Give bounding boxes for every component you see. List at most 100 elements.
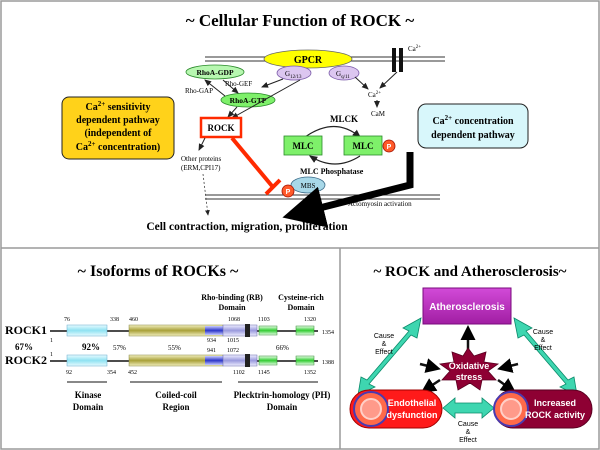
cam-label: CaM <box>371 110 386 118</box>
rock2-cys2: 1352 <box>304 370 316 376</box>
rock1-cys-domain-b <box>295 325 315 336</box>
endothelial-line-2: dysfunction <box>387 410 438 420</box>
rock1-ph-domain <box>222 324 258 337</box>
ph-domain-line-2: Domain <box>267 402 298 412</box>
oxidative-line-1: Oxidative <box>449 361 490 371</box>
sensitivity-line-1: Ca2+ sensitivity <box>85 100 150 113</box>
mbs-label: MBS <box>301 182 316 190</box>
oxidative-stress-burst <box>438 347 500 391</box>
atherosclerosis-panel: ~ ROCK and Atherosclerosis~ Atherosclero… <box>349 264 593 444</box>
cellular-function-panel: ~ Cellular Function of ROCK ~ Ca2+ Ca2+ … <box>61 11 529 233</box>
ce-bottom-line-1: Cause <box>458 421 478 428</box>
vessel-lumen-right <box>500 398 522 420</box>
ph-similarity: 66% <box>276 344 289 352</box>
rock2-cys-domain-b <box>295 355 315 366</box>
ce-left-line-2: & <box>382 341 387 348</box>
rho-gef-label: Rho-GEF <box>225 80 252 88</box>
actomyosin-big-arrow <box>282 152 414 228</box>
rock1-end: 1354 <box>322 330 334 336</box>
rock-to-other-arrow <box>198 137 206 151</box>
left-to-stress-arrow <box>419 358 441 373</box>
arrow-ath-endothelial <box>357 317 422 396</box>
rock1-k2: 338 <box>110 317 119 323</box>
rock2-end: 1388 <box>322 360 334 366</box>
ce-left-line-3: Effect <box>375 349 393 356</box>
outcome-label: Cell contraction, migration, proliferati… <box>146 221 348 233</box>
phosphatase-arrow <box>308 155 361 165</box>
cellular-function-title: ~ Cellular Function of ROCK ~ <box>186 11 415 30</box>
rock1-cys1: 1103 <box>258 317 270 323</box>
g12-13-label: G12/13 <box>285 70 302 80</box>
kinase-similarity: 92% <box>82 342 100 352</box>
rock2-start: 1 <box>50 352 53 358</box>
g12-to-rock-arrow <box>231 79 301 119</box>
rock2-rb2: 1102 <box>233 370 245 376</box>
g12-13-protein <box>276 65 312 81</box>
rock1-kinase-domain <box>66 324 108 337</box>
rhoa-gtp-oval <box>220 92 276 108</box>
gef-arrow <box>222 79 239 94</box>
calcium-channel-left <box>392 48 396 72</box>
rhoa-to-rock-arrow <box>227 106 238 118</box>
rhoa-gdp-oval <box>185 64 245 80</box>
endothelial-line-1: Endothelial <box>388 398 437 408</box>
mlc-phosphatase-label: MLC Phosphatase <box>300 167 364 176</box>
rhoa-gdp-label: RhoA-GDP <box>196 68 234 77</box>
rock1-k1: 76 <box>64 317 70 323</box>
phosphate-mbs-label: P <box>286 189 291 196</box>
rhoa-gtp-label: RhoA-GTP <box>230 96 267 105</box>
sensitivity-line-2: dependent pathway <box>76 115 160 126</box>
concentration-line-2: dependent pathway <box>431 130 515 141</box>
phosphate-mlc <box>382 139 396 153</box>
atherosclerosis-label: Atherosclerosis <box>429 302 505 313</box>
rock2-k1: 92 <box>66 370 72 376</box>
sensitivity-line-4: Ca2+ concentration) <box>76 140 160 153</box>
ce-right-line-3: Effect <box>534 345 552 352</box>
rock2-k2: 354 <box>107 370 116 376</box>
ce-bottom-line-2: & <box>466 429 471 436</box>
stress-to-endothelial-arrow <box>420 378 441 393</box>
rock2-cys-domain-a <box>258 355 278 366</box>
ca-influx-arrow <box>379 71 398 89</box>
rock2-label: ROCK2 <box>5 353 47 367</box>
rock2-rb1: 941 <box>207 348 216 354</box>
rock1-c1: 460 <box>129 317 138 323</box>
ca-sensitivity-box <box>61 96 175 160</box>
rock1-label: ROCK1 <box>5 323 47 337</box>
rock1-start: 1 <box>50 338 53 344</box>
rho-gap-label: Rho-GAP <box>185 87 213 95</box>
rock2-kinase-domain <box>66 354 108 367</box>
mlck-arrow <box>304 126 361 138</box>
coiled-similarity: 55% <box>168 344 181 352</box>
rock2-rb-domain <box>205 356 223 365</box>
rock1-rb1b: 1015 <box>227 338 239 344</box>
ce-right-line-2: & <box>541 337 546 344</box>
gap-arrow <box>204 79 226 97</box>
rock1-rb2: 1068 <box>228 317 240 323</box>
atherosclerosis-title: ~ ROCK and Atherosclerosis~ <box>374 264 567 280</box>
sensitivity-line-3: (independent of <box>85 128 153 139</box>
rock-inhibition-line <box>230 136 274 188</box>
gq11-protein <box>328 65 360 81</box>
rock2-cys1: 1145 <box>258 370 270 376</box>
rock1-cys2: 1320 <box>304 317 316 323</box>
ca-concentration-box <box>417 103 529 149</box>
mlc-right-label: MLC <box>353 141 374 151</box>
rock-activity-line-2: ROCK activity <box>525 410 585 420</box>
rock2-c1: 452 <box>128 370 137 376</box>
kinase-domain-line-2: Domain <box>73 402 104 412</box>
other-to-outcome-arrow <box>202 173 210 216</box>
g12-to-gef-arrow <box>261 78 284 88</box>
black-arrows <box>419 325 519 393</box>
kinase-domain-line-1: Kinase <box>75 390 102 400</box>
cys-domain-line-2: Domain <box>287 303 315 312</box>
coiled-region-line-2: Region <box>163 402 190 412</box>
gq-to-ca-arrow <box>354 76 369 90</box>
cys-domain-line-1: Cysteine-rich <box>278 293 324 302</box>
rock2-rb1b: 1072 <box>227 348 239 354</box>
linker-similarity: 57% <box>113 344 126 352</box>
rock-activity-line-1: Increased <box>534 398 576 408</box>
